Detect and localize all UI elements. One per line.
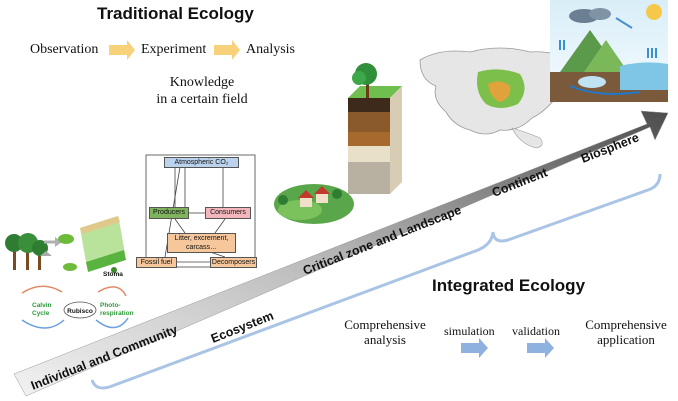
- knowledge-line-1: Knowledge: [169, 75, 235, 90]
- comp-app-line-1: Comprehensive: [585, 317, 667, 332]
- asia-map: [419, 47, 577, 149]
- trees-illustration: [5, 233, 77, 271]
- biosphere-water-cycle: [550, 0, 668, 102]
- leaf-cross-section: [80, 216, 126, 273]
- comp-analysis-line-1: Comprehensive: [344, 317, 426, 332]
- knowledge-text: Knowledge in a certain field: [136, 74, 268, 108]
- calvin-cycle-label: Calvin Cycle: [32, 302, 53, 317]
- ie-arrow-2: [527, 338, 554, 358]
- ie-arrow-1: [461, 338, 488, 358]
- traditional-ecology-title: Traditional Ecology: [97, 4, 254, 23]
- flow-observation: Observation: [30, 42, 99, 57]
- soil-profile: [348, 63, 402, 194]
- integrated-ecology-title: Integrated Ecology: [432, 276, 586, 295]
- litter-box: Litter, excrement, carcass…: [167, 233, 236, 253]
- knowledge-line-2: in a certain field: [156, 92, 248, 107]
- comp-analysis-line-2: analysis: [364, 332, 406, 347]
- fossil-fuel-box: Fossil fuel: [136, 257, 177, 268]
- comprehensive-analysis-text: Comprehensive analysis: [333, 317, 437, 347]
- stage-individual: Individual and Community: [29, 322, 180, 392]
- validation-text: validation: [512, 324, 560, 338]
- producers-box: Producers: [149, 207, 189, 219]
- stage-biosphere: Biosphere: [579, 130, 641, 165]
- main-scale-arrow: [13, 110, 669, 397]
- simulation-text: simulation: [444, 324, 495, 338]
- flow-analysis: Analysis: [246, 42, 295, 57]
- comprehensive-application-text: Comprehensive application: [574, 317, 678, 347]
- stage-ecosystem: Ecosystem: [209, 309, 276, 346]
- flow-arrow-2: [214, 40, 240, 60]
- stoma-label: Stoma: [103, 271, 123, 278]
- photorespiration-label: Photo- respiration: [100, 302, 134, 317]
- comp-app-line-2: application: [597, 332, 655, 347]
- integrated-brace: [90, 173, 662, 390]
- calvin-line-1: Calvin: [32, 302, 52, 309]
- flow-experiment: Experiment: [141, 42, 207, 57]
- atmospheric-co2-box: Atmospheric CO₂: [164, 157, 239, 168]
- rubisco-diagram: [21, 285, 129, 329]
- stage-continent: Continent: [490, 165, 550, 200]
- consumers-box: Consumers: [205, 207, 251, 219]
- decomposers-box: Decomposers: [210, 257, 257, 268]
- rubisco-label: Rubisco: [67, 308, 93, 315]
- landscape-illustration: [274, 184, 354, 224]
- flow-arrow-1: [109, 40, 135, 60]
- photo-line-1: Photo-: [100, 302, 121, 309]
- calvin-line-2: Cycle: [32, 310, 50, 317]
- photo-line-2: respiration: [100, 310, 134, 317]
